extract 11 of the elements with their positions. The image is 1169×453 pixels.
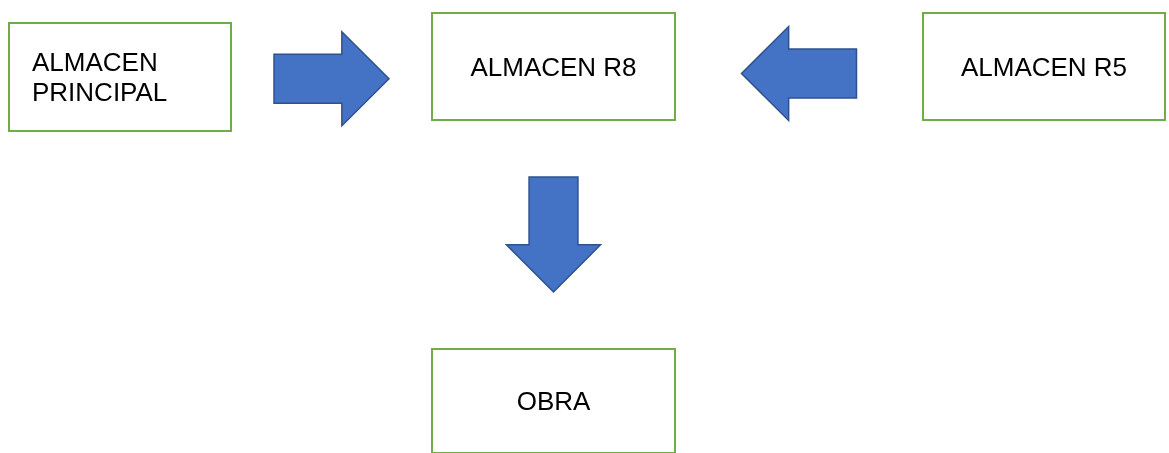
block-arrow bbox=[273, 29, 391, 128]
block-arrow bbox=[740, 24, 858, 123]
process-box bbox=[922, 12, 1166, 121]
box-label: ALMACEN R5 bbox=[960, 51, 1128, 82]
box-label: ALMACEN R8 bbox=[470, 51, 637, 82]
box-label: OBRA bbox=[516, 386, 591, 416]
process-box bbox=[431, 12, 676, 121]
process-box bbox=[8, 22, 232, 132]
box-label: ALMACEN PRINCIPAL bbox=[32, 47, 169, 107]
block-arrow bbox=[504, 176, 603, 294]
process-box bbox=[431, 348, 676, 453]
